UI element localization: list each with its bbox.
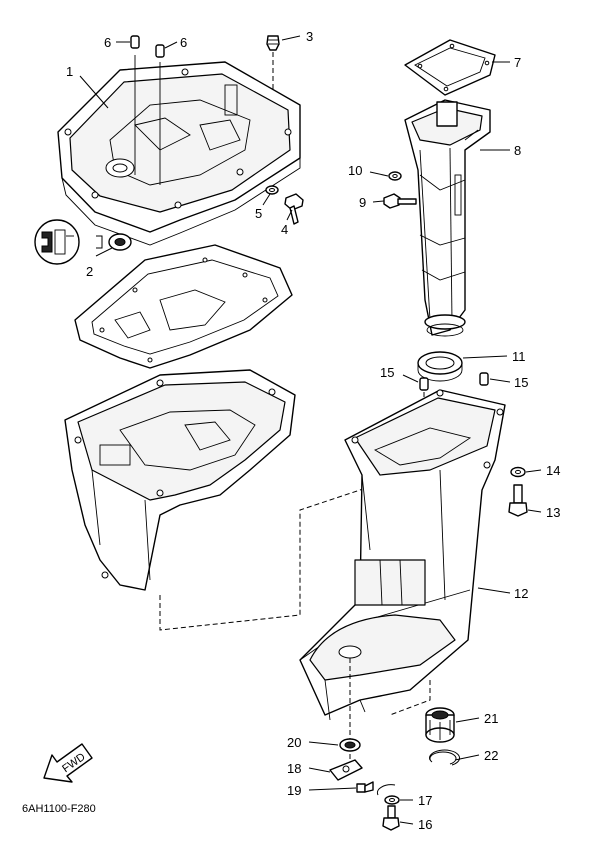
assembly-line-casing bbox=[159, 484, 376, 631]
circlip-part-22 bbox=[429, 749, 461, 766]
callout-17: 17 bbox=[418, 793, 432, 808]
callout-9: 9 bbox=[359, 195, 366, 210]
exhaust-guide-part-8 bbox=[404, 99, 491, 337]
upper-casing-part-1 bbox=[57, 55, 301, 246]
oil-seal-part-2 bbox=[96, 233, 132, 251]
plate-part-18 bbox=[329, 759, 363, 781]
callout-6-right: 6 bbox=[180, 35, 187, 50]
callout-2: 2 bbox=[86, 264, 93, 279]
callout-3: 3 bbox=[306, 29, 313, 44]
callout-21: 21 bbox=[484, 711, 498, 726]
bolt-part-13 bbox=[508, 484, 528, 517]
callout-22: 22 bbox=[484, 748, 498, 763]
callout-12: 12 bbox=[514, 586, 528, 601]
leader-lines bbox=[79, 35, 542, 825]
grommet-part-21 bbox=[425, 707, 455, 743]
callout-18: 18 bbox=[287, 761, 301, 776]
lower-case-part-12 bbox=[299, 389, 506, 760]
callout-numbers: 1 2 3 4 5 6 6 7 8 9 10 11 12 13 14 15 15… bbox=[66, 29, 560, 832]
callout-4: 4 bbox=[281, 222, 288, 237]
washer-part-14 bbox=[510, 466, 526, 478]
callout-19: 19 bbox=[287, 783, 301, 798]
callout-7: 7 bbox=[514, 55, 521, 70]
drawing-code: 6AH1100-F280 bbox=[22, 803, 96, 815]
grommet-part-20 bbox=[339, 738, 361, 752]
bolt-part-4 bbox=[284, 193, 304, 225]
fwd-arrow-icon: FWD bbox=[43, 743, 93, 783]
dowel-pin-part-15-right bbox=[479, 372, 489, 386]
seal-part-11 bbox=[417, 351, 463, 382]
plug-part-3 bbox=[266, 35, 280, 92]
callout-15-left: 15 bbox=[380, 365, 394, 380]
seal-detail-inset bbox=[34, 219, 80, 265]
callout-20: 20 bbox=[287, 735, 301, 750]
callout-13: 13 bbox=[546, 505, 560, 520]
callout-8: 8 bbox=[514, 143, 521, 158]
casing-lower-section bbox=[64, 369, 296, 591]
washer-part-5 bbox=[265, 185, 279, 195]
gasket-part-7 bbox=[404, 39, 496, 96]
callout-16: 16 bbox=[418, 817, 432, 832]
dowel-pin-part-6-right bbox=[155, 44, 165, 58]
bolt-part-16 bbox=[382, 805, 400, 831]
gasket-lower bbox=[74, 244, 293, 369]
callout-11: 11 bbox=[512, 349, 526, 364]
callout-15-right: 15 bbox=[514, 375, 528, 390]
screw-part-19 bbox=[356, 781, 374, 793]
bolt-part-9 bbox=[383, 193, 417, 209]
washer-part-17 bbox=[376, 784, 400, 805]
callout-10: 10 bbox=[348, 163, 362, 178]
callout-14: 14 bbox=[546, 463, 560, 478]
callout-6-left: 6 bbox=[104, 35, 111, 50]
washer-part-10 bbox=[388, 171, 402, 181]
callout-5: 5 bbox=[255, 206, 262, 221]
callout-1: 1 bbox=[66, 64, 73, 79]
dowel-pin-part-6-left bbox=[130, 35, 140, 49]
